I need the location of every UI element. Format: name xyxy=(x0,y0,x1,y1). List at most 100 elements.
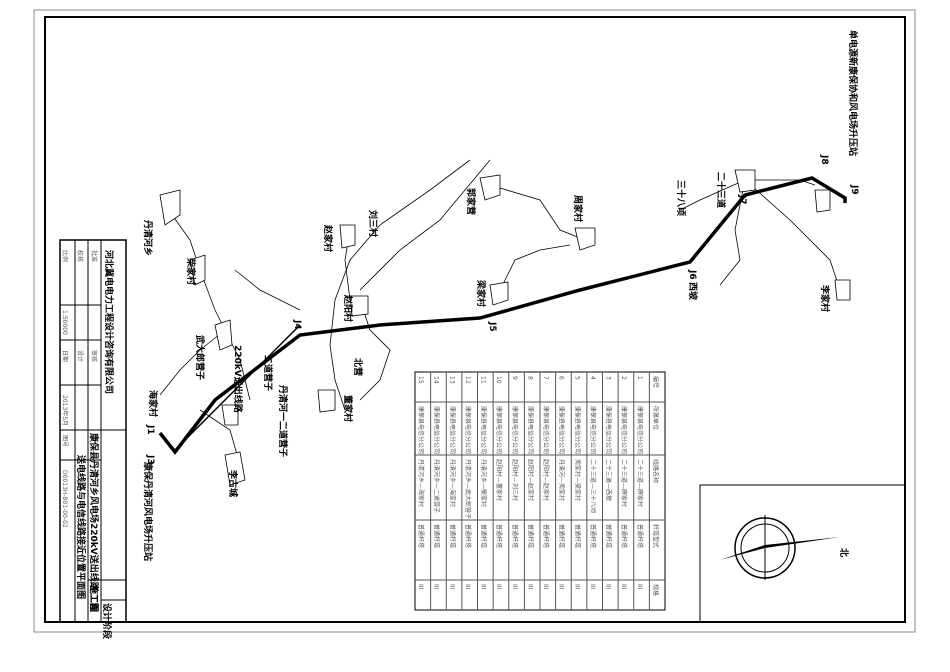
table-cell: 康保县电信分公司 xyxy=(605,406,613,454)
scale-label: 比例 xyxy=(61,250,69,262)
table-cell: 康保县电信分公司 xyxy=(542,406,550,454)
role-label: 校核 xyxy=(76,250,84,262)
angle-point-j6: J6 xyxy=(687,269,697,280)
table-cell: 普通杆塔 xyxy=(558,524,566,548)
table-cell: 丹清河—周家村 xyxy=(558,459,566,501)
angle-point-j1: J1 xyxy=(145,424,155,435)
table-cell: 康保县电信分公司 xyxy=(573,406,581,454)
table-cell: 8 xyxy=(526,376,533,380)
outer-frame xyxy=(33,9,916,633)
scale: 1:50000 xyxy=(61,310,68,335)
table-cell: 普通杆塔 xyxy=(636,524,644,548)
table-cell: 2 xyxy=(620,376,627,380)
table-cell: III xyxy=(542,584,549,590)
table-header: 所属单位 xyxy=(651,406,659,430)
north-arrow: 北 xyxy=(699,484,906,623)
table-cell: III xyxy=(636,584,643,590)
table-cell: 3 xyxy=(605,376,612,380)
table-cell: 康保县电信分公司 xyxy=(417,406,425,454)
table-cell: 普通杆塔 xyxy=(620,524,628,548)
table-cell: 普通杆塔 xyxy=(464,524,472,548)
table-cell: III xyxy=(495,584,502,590)
drawing-title: 送电线路与电信线路接近位置平面图 xyxy=(75,454,87,599)
table-cell: 10 xyxy=(495,376,502,384)
table-cell: 赵阳村—赵家村 xyxy=(526,459,534,501)
village-label: 柴家村 xyxy=(185,257,197,285)
table-cell: 14 xyxy=(433,376,440,384)
table-cell: 11 xyxy=(480,376,487,384)
village-markers xyxy=(159,169,851,486)
table-cell: 周家村—梁家村 xyxy=(573,459,581,501)
village-label: 武大郎营子 xyxy=(194,335,206,380)
village-label: 赵家村 xyxy=(322,224,334,252)
table-cell: 康保县电信分公司 xyxy=(480,406,488,454)
table-cell: 9 xyxy=(511,376,518,380)
table-cell: 丹清河乡—二道营子 xyxy=(433,459,441,513)
table-cell: 普通杆塔 xyxy=(605,524,613,548)
table-cell: 6 xyxy=(558,376,565,380)
table-cell: 普通杆塔 xyxy=(573,524,581,548)
table-cell: III xyxy=(558,584,565,590)
stage-label: 设计阶段 xyxy=(101,603,113,640)
table-header: 线路名称 xyxy=(651,459,659,483)
table-cell: 1 xyxy=(636,376,643,380)
table-cell: 普通杆塔 xyxy=(542,524,550,548)
date-label: 日期 xyxy=(61,350,69,362)
role-label: 批准 xyxy=(90,250,98,262)
table-cell: 普通杆塔 xyxy=(511,524,519,548)
table-cell: 普通杆塔 xyxy=(448,524,456,548)
table-cell: 康保县电信分公司 xyxy=(620,406,628,454)
line-name-label-2: 丹清河一二道营子 xyxy=(277,385,289,457)
line-name-label: 220kV送出线路 xyxy=(232,345,244,414)
table-cell: 4 xyxy=(589,376,596,380)
table-cell: 赵阳村—赵家村 xyxy=(542,459,550,501)
company-name: 河北冀电电力工程设计咨询有限公司 xyxy=(103,250,115,394)
title-block xyxy=(59,239,127,623)
village-label: 董家村 xyxy=(342,395,354,422)
table-cell: 丹清河乡—武大郎营子 xyxy=(464,459,472,519)
stage: 施工图 xyxy=(88,585,100,612)
table-cell: 康保县电信分公司 xyxy=(495,406,503,454)
table-cell: 赵阳村—董家村 xyxy=(495,459,503,501)
table-cell: 普通杆塔 xyxy=(589,524,597,548)
table-cell: III xyxy=(511,584,518,590)
table-cell: 康保县电信分公司 xyxy=(511,406,519,454)
table-cell: 康保县电信分公司 xyxy=(558,406,566,454)
village-label: 赵阳村 xyxy=(342,294,354,322)
table-cell: 普通杆塔 xyxy=(433,524,441,548)
start-substation-label: 康保丹清河风电场升压站 xyxy=(142,462,154,561)
table-cell: 普通杆塔 xyxy=(526,524,534,548)
table-cell: 二十三道—薛家村 xyxy=(620,459,628,507)
role-label: 审核 xyxy=(90,350,98,362)
table-cell: III xyxy=(464,584,471,590)
table-cell: III xyxy=(480,584,487,590)
table-cell: 15 xyxy=(417,376,424,384)
village-label: 李古城 xyxy=(227,469,239,497)
table-cell: 二十三道—三十八顷 xyxy=(589,459,597,513)
angle-point-j5: J5 xyxy=(487,321,497,332)
end-substation-label: 单电源新康保协和风电场升压站 xyxy=(847,30,859,156)
table-cell: III xyxy=(417,584,424,590)
village-label: 二道营子 xyxy=(262,355,274,391)
table-cell: III xyxy=(526,584,533,590)
table-header: 杆塔型式 xyxy=(651,524,659,548)
table-cell: III xyxy=(573,584,580,590)
village-label: 三十八顷 xyxy=(675,180,687,216)
village-label: 周家村 xyxy=(572,195,584,222)
table-cell: 普通杆塔 xyxy=(417,524,425,548)
angle-point-j8: J8 xyxy=(819,154,829,165)
north-label: 北 xyxy=(838,548,850,557)
table-cell: 康保县电信分公司 xyxy=(589,406,597,454)
date: 2013年5月 xyxy=(61,395,69,426)
village-label: 北营 xyxy=(352,358,364,376)
table-cell: III xyxy=(620,584,627,590)
table-cell: 二十三道—西坡 xyxy=(605,459,613,501)
table-cell: 13 xyxy=(448,376,455,384)
table-cell: III xyxy=(448,584,455,590)
angle-point-j9: J9 xyxy=(849,184,859,195)
role-label: 设计 xyxy=(76,350,84,362)
table-cell: 康保县电信分公司 xyxy=(448,406,456,454)
table-cell: 12 xyxy=(464,376,471,384)
table-cell: 康保县电信分公司 xyxy=(526,406,534,454)
